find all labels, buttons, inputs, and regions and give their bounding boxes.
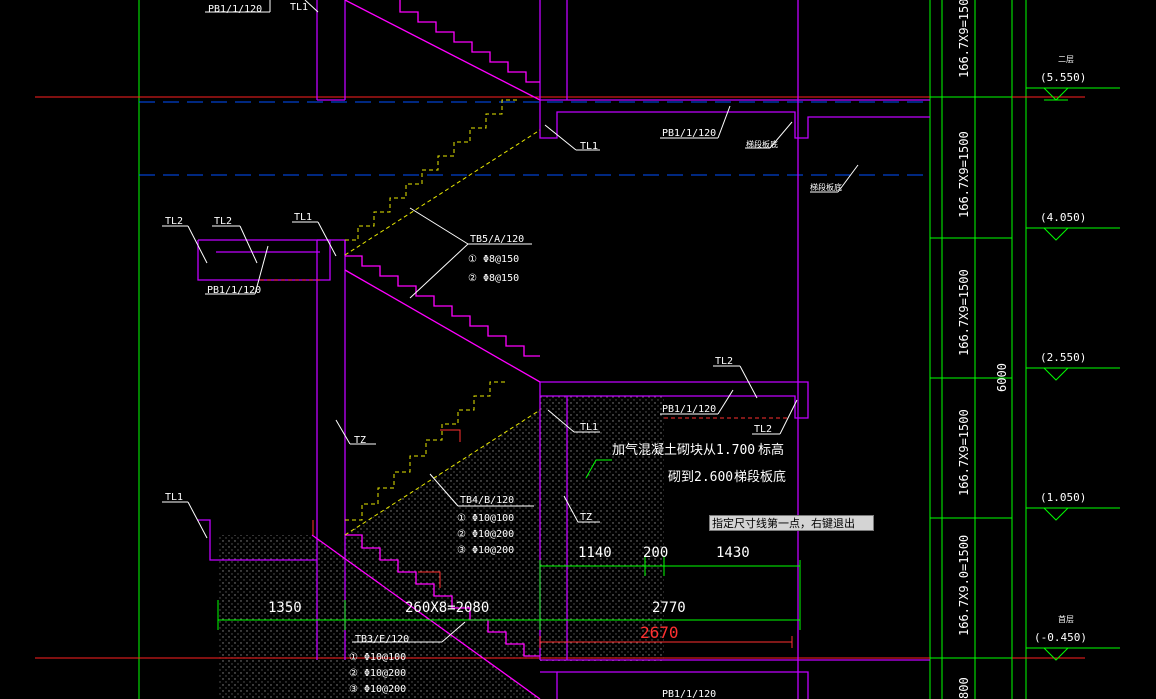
beam-label: 梯段板底 (746, 139, 778, 149)
vertical-dim: 166.7X9=1500 (957, 409, 971, 496)
vertical-dim: 800 (957, 677, 971, 699)
wall-note: 加气混凝土砌块从1.700 (612, 442, 755, 458)
wall-note: 标高 (758, 442, 784, 458)
vertical-dim: 166.7X9=1500 (957, 131, 971, 218)
beam-label: TZ (580, 512, 592, 523)
beam-label: TL2 (754, 424, 772, 435)
slab-rebar: ② Φ10@200 (457, 529, 514, 540)
beam-label: PB1/1/120 (662, 689, 716, 699)
dashed-flights (344, 99, 541, 536)
slab-name: TB4/B/120 (460, 495, 514, 506)
level-value: (1.050) (1040, 491, 1086, 504)
dim-text: 1140 (578, 545, 612, 561)
slab-rebar: ① Φ10@100 (457, 513, 514, 524)
slab-name: TB3/E/120 (355, 634, 409, 645)
level-name: 首层 (1058, 614, 1074, 624)
beam-label: TL1 (290, 2, 308, 13)
slab-rebar: ③ Φ10@200 (457, 545, 514, 556)
total-height: 6000 (995, 363, 1009, 392)
beam-label: TL2 (715, 356, 733, 367)
beam-label: TL1 (580, 422, 598, 433)
level-value: (4.050) (1040, 211, 1086, 224)
wall-note: 砌到2.600 (668, 470, 733, 485)
stair-flights (311, 0, 541, 699)
slab-rebar: ① Φ10@100 (349, 652, 406, 663)
active-dimension (260, 279, 793, 648)
vertical-dim: 166.7X9.0=1500 (957, 535, 971, 636)
level-lines (35, 96, 1085, 659)
beam-label: TL1 (580, 141, 598, 152)
dim-text: 1430 (716, 545, 750, 561)
note-leader (585, 459, 612, 479)
vertical-dim: 166.7X9=1500 (957, 269, 971, 356)
wall-note: 梯段板底 (734, 469, 786, 485)
beam-label: TL1 (165, 492, 183, 503)
beam-label: PB1/1/120 (208, 4, 262, 15)
level-markers (1043, 87, 1069, 661)
beam-label: TL2 (214, 216, 232, 227)
slab-rebar: ③ Φ10@200 (349, 684, 406, 695)
hidden-lines (139, 101, 930, 176)
level-name: 二层 (1058, 55, 1074, 64)
dim-text: 260X8=2080 (405, 600, 489, 616)
dim-text: 1350 (268, 600, 302, 616)
beam-label: TZ (354, 435, 366, 446)
axis-lines (138, 0, 1027, 699)
dimension-lines (217, 87, 1120, 659)
leader-lines (162, 0, 859, 643)
beam-label: PB1/1/120 (662, 404, 716, 415)
command-tooltip: 指定尺寸线第一点，右键退出 (709, 515, 874, 531)
dim-text: 2770 (652, 600, 686, 616)
active-dim-text: 2670 (640, 623, 679, 642)
dim-text: 200 (643, 545, 668, 561)
slab-name: TB5/A/120 (470, 234, 524, 245)
slab-rebar: ① Φ8@150 (468, 254, 519, 265)
level-value: (5.550) (1040, 71, 1086, 84)
beam-label: TL1 (294, 212, 312, 223)
slab-rebar: ② Φ8@150 (468, 273, 519, 284)
level-value: (-0.450) (1034, 631, 1087, 644)
level-value: (2.550) (1040, 351, 1086, 364)
beam-label: 梯段板底 (810, 182, 842, 192)
vertical-dim: 166.7X9=1500 (957, 0, 971, 78)
beam-label: PB1/1/120 (207, 285, 261, 296)
walls-and-beams (197, 0, 930, 699)
beam-label: TL2 (165, 216, 183, 227)
beam-label: PB1/1/120 (662, 128, 716, 139)
slab-rebar: ② Φ10@200 (349, 668, 406, 679)
